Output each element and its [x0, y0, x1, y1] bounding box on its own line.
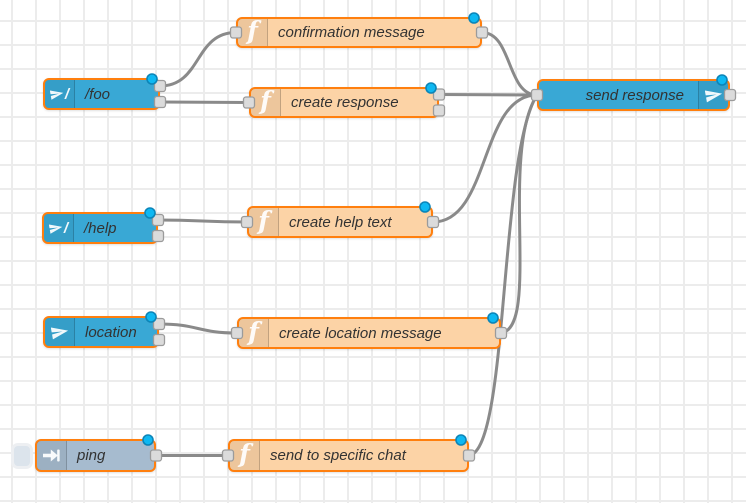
node-label: location: [85, 323, 137, 341]
function-icon: f: [239, 319, 269, 347]
paper-plane-glyph: [50, 327, 68, 340]
node-body: [37, 441, 154, 470]
node-createResponse[interactable]: f create response: [249, 87, 439, 118]
paper-plane-glyph: [704, 90, 722, 103]
node-body: f: [249, 208, 431, 236]
function-f-glyph: f: [247, 19, 258, 45]
node-label: /help: [84, 219, 117, 237]
telegram-command-icon: /: [44, 214, 74, 242]
node-label: ping: [77, 447, 106, 464]
output-port[interactable]: [152, 333, 166, 347]
node-confirmationMessage[interactable]: f confirmation message: [236, 17, 482, 48]
output-port[interactable]: [153, 95, 167, 109]
node-ping[interactable]: ping: [11, 439, 156, 472]
paper-plane-glyph: [49, 90, 64, 100]
node-location[interactable]: location: [43, 316, 159, 348]
node-label: /foo: [85, 85, 111, 103]
wire[interactable]: [158, 100, 251, 104]
node-createLocationMessage[interactable]: f create location message: [237, 317, 501, 349]
output-port[interactable]: [723, 88, 737, 102]
node-body: f: [251, 89, 437, 116]
wire[interactable]: [480, 31, 539, 97]
node-sendResponse[interactable]: send response: [537, 79, 730, 111]
function-icon: f: [249, 208, 279, 236]
inject-button[interactable]: [11, 442, 33, 469]
node-label: confirmation message: [278, 24, 425, 41]
node-body: /: [45, 80, 158, 108]
output-port[interactable]: [432, 104, 446, 117]
output-port[interactable]: [149, 449, 163, 462]
node-label: create response: [291, 94, 399, 111]
node-label: create help text: [289, 213, 392, 231]
input-port[interactable]: [242, 96, 256, 109]
output-port[interactable]: [151, 213, 165, 227]
node-sendToSpecificChat[interactable]: f send to specific chat: [228, 439, 469, 472]
node-createHelpText[interactable]: f create help text: [247, 206, 433, 238]
telegram-icon: [45, 318, 75, 346]
node-body: [45, 318, 157, 346]
node-body: f: [238, 19, 480, 46]
output-port[interactable]: [475, 26, 489, 39]
wire[interactable]: [431, 93, 539, 224]
output-port[interactable]: [153, 79, 167, 93]
output-port[interactable]: [462, 449, 476, 462]
telegram-command-icon: /: [45, 80, 75, 108]
output-port[interactable]: [151, 229, 165, 243]
node-body: f: [239, 319, 499, 347]
input-port[interactable]: [229, 26, 243, 39]
function-icon: f: [251, 89, 281, 116]
input-port[interactable]: [240, 215, 254, 229]
function-f-glyph: f: [258, 208, 269, 235]
node-label: send to specific chat: [270, 447, 406, 464]
arrow-in-glyph: [43, 449, 60, 462]
paper-plane-glyph: [48, 224, 63, 234]
node-help[interactable]: / /help: [42, 212, 158, 244]
node-label: create location message: [279, 324, 442, 342]
function-icon: f: [238, 19, 268, 46]
wire[interactable]: [158, 31, 238, 88]
function-f-glyph: f: [248, 319, 259, 346]
input-port[interactable]: [230, 326, 244, 340]
output-port[interactable]: [152, 317, 166, 331]
node-body: /: [44, 214, 156, 242]
output-port[interactable]: [426, 215, 440, 229]
input-port[interactable]: [221, 449, 235, 462]
output-port[interactable]: [494, 326, 508, 340]
wire[interactable]: [437, 93, 539, 97]
function-f-glyph: f: [260, 89, 271, 115]
function-f-glyph: f: [239, 441, 250, 468]
wire[interactable]: [157, 322, 239, 335]
inject-icon: [37, 441, 67, 470]
input-port[interactable]: [530, 88, 544, 102]
function-icon: f: [230, 441, 260, 470]
wire[interactable]: [156, 218, 249, 224]
node-body: f: [230, 441, 467, 470]
node-foo[interactable]: / /foo: [43, 78, 160, 110]
wire[interactable]: [467, 93, 539, 457]
command-slash: /: [64, 85, 70, 103]
output-port[interactable]: [432, 88, 446, 101]
command-slash: /: [63, 219, 69, 237]
node-label: send response: [585, 86, 684, 104]
